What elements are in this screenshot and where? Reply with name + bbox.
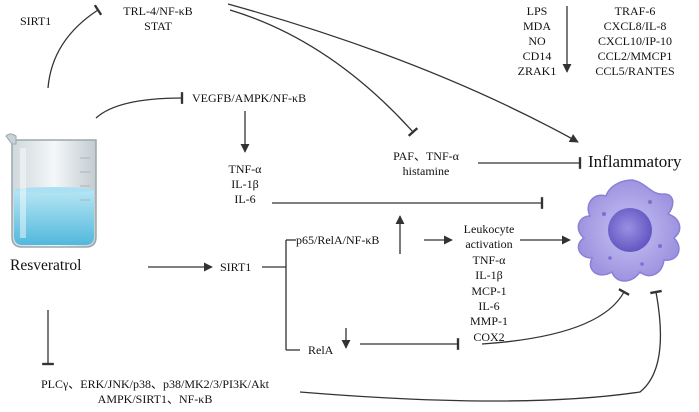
paf-line-1: PAF、TNF-α [393, 149, 459, 163]
macrophage-cell-icon [577, 179, 681, 282]
trl4-line-2: STAT [144, 19, 172, 33]
bottom-pathways: PLCγ、ERK/JNK/p38、p38/MK2/3/PI3K/Akt AMPK… [10, 377, 300, 407]
upregulated-list-right: TRAF-6 CXCL8/IL-8 CXCL10/IP-10 CCL2/MMCP… [580, 4, 690, 79]
rela-node: RelA [308, 343, 334, 357]
tnf-line-2: IL-1β [231, 177, 259, 191]
leukocyte-item: COX2 [473, 329, 505, 344]
leukocyte-item: activation [465, 237, 513, 252]
leukocyte-item: IL-6 [478, 299, 500, 314]
down-left-item: NO [528, 34, 546, 48]
bottom-line-2: AMPK/SIRT1、NF-κB [97, 392, 213, 406]
paf-node: PAF、TNF-α histamine [374, 149, 478, 179]
down-left-item: LPS [526, 4, 548, 18]
leukocyte-item: Leukocyte [463, 222, 515, 236]
down-right-item: CCL5/RANTES [595, 64, 675, 78]
leukocyte-item: MCP-1 [471, 283, 507, 298]
inflammatory-label: Inflammatory [588, 152, 682, 171]
leukocyte-node: Leukocyte activation TNF-α IL-1β MCP-1 I… [454, 222, 524, 345]
leukocyte-item: MMP-1 [469, 314, 508, 329]
leukocyte-item: IL-1β [475, 268, 503, 283]
down-left-item: MDA [522, 19, 551, 33]
tnf-line-1: TNF-α [228, 162, 262, 176]
down-left-item: ZRAK1 [517, 64, 557, 78]
down-right-item: TRAF-6 [614, 4, 656, 18]
leukocyte-item: TNF-α [472, 252, 506, 267]
down-right-item: CCL2/MMCP1 [597, 49, 673, 63]
upregulated-list-left: LPS MDA NO CD14 ZRAK1 [512, 4, 562, 79]
sirt1-mid-label: SIRT1 [220, 260, 252, 274]
sirt1-top-label: SIRT1 [20, 14, 52, 28]
trl4-node: TRL-4/NF-κB STAT [98, 4, 218, 34]
vegfb-node: VEGFB/AMPK/NF-κB [192, 91, 307, 105]
paf-line-2: histamine [402, 164, 450, 178]
down-left-item: CD14 [522, 49, 552, 63]
down-right-item: CXCL10/IP-10 [597, 34, 672, 48]
tnf-il-block: TNF-α IL-1β IL-6 [212, 162, 278, 207]
beaker-icon [5, 133, 97, 248]
p65-node: p65/RelA/NF-κB [296, 233, 380, 247]
resveratrol-label: Resveratrol [10, 257, 82, 274]
bottom-line-1: PLCγ、ERK/JNK/p38、p38/MK2/3/PI3K/Akt [41, 377, 269, 391]
tnf-line-3: IL-6 [234, 192, 256, 206]
trl4-line-1: TRL-4/NF-κB [123, 4, 193, 18]
down-right-item: CXCL8/IL-8 [603, 19, 667, 33]
